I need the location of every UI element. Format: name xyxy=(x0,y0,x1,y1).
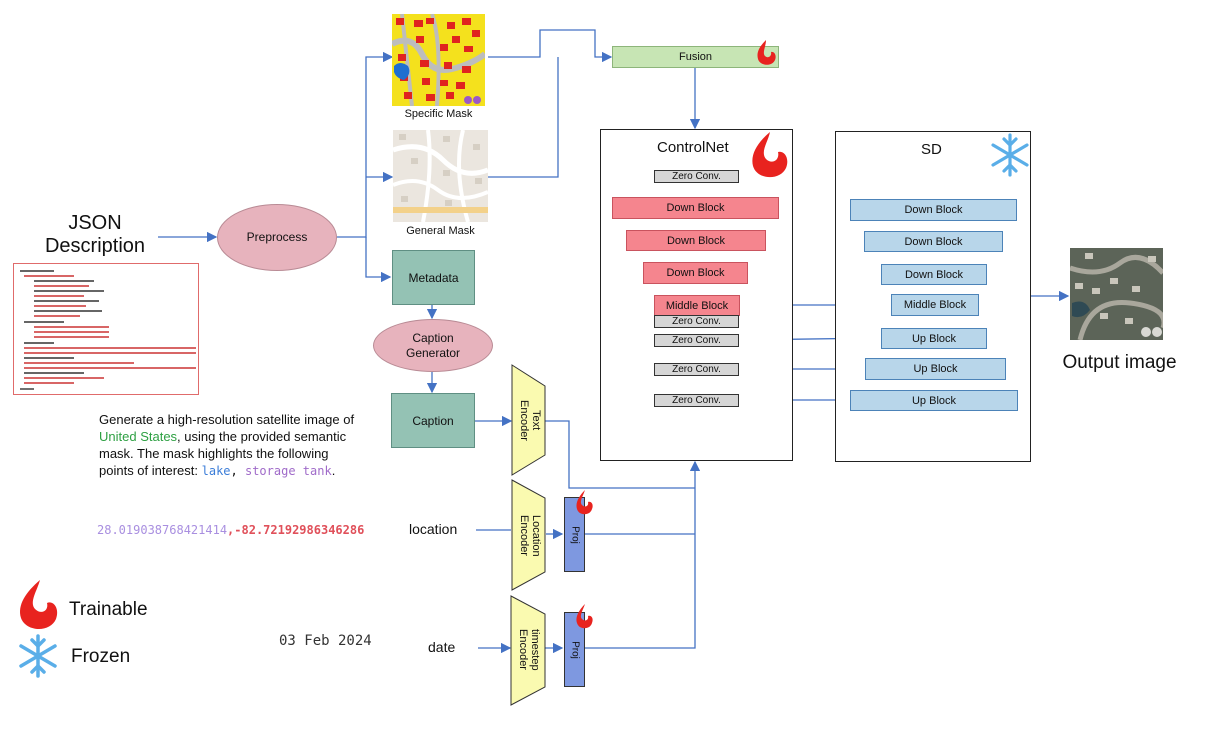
prompt-poi-lake: lake xyxy=(201,464,231,478)
sd-title: SD xyxy=(921,141,942,158)
controlnet-zero-conv-4-label: Zero Conv. xyxy=(672,395,721,406)
controlnet-zero-conv-1-label: Zero Conv. xyxy=(672,316,721,327)
prompt-part3: mask. The mask highlights the following xyxy=(99,446,329,461)
caption-label: Caption xyxy=(412,413,454,428)
prompt-poi-sep: , xyxy=(230,464,245,478)
controlnet-middle-block: Middle Block xyxy=(654,295,740,316)
sd-up-block-2-label: Up Block xyxy=(913,363,958,375)
date-label: date xyxy=(428,639,456,655)
sd-up-block-1-label: Up Block xyxy=(911,332,957,345)
timestep-encoder-line2: Encoder xyxy=(517,629,529,670)
caption-generator-line2: Generator xyxy=(405,345,461,360)
arrow-specific-mask-to-fusion xyxy=(488,29,613,63)
arrow-general-mask-to-fusion xyxy=(488,57,559,178)
controlnet-zero-conv-2: Zero Conv. xyxy=(654,334,739,347)
arrow-timestep-proj-out xyxy=(585,460,701,649)
sd-up-block-3: Up Block xyxy=(850,390,1018,411)
output-satellite-graphic xyxy=(1070,248,1163,340)
prompt-poi-storage-tank: storage tank xyxy=(244,464,332,478)
sd-up-block-3-label: Up Block xyxy=(911,394,957,407)
coordinates-text: 28.019038768421414,-82.72192986346286 xyxy=(97,523,364,537)
sd-up-block-1: Up Block xyxy=(881,328,987,349)
sd-up-block-2: Up Block xyxy=(865,358,1006,380)
caption-generator-node: Caption Generator xyxy=(373,319,493,372)
general-mask-graphic xyxy=(393,130,488,222)
sd-down-block-3-label: Down Block xyxy=(904,268,964,281)
timestep-proj: Proj xyxy=(564,612,585,687)
controlnet-zero-conv-3: Zero Conv. xyxy=(654,363,739,376)
coords-comma: , xyxy=(227,523,235,537)
controlnet-title: ControlNet xyxy=(657,139,729,156)
controlnet-top-zero-conv: Zero Conv. xyxy=(654,170,739,183)
prompt-part4: points of interest: xyxy=(99,463,202,478)
controlnet-zero-conv-1: Zero Conv. xyxy=(654,315,739,328)
controlnet-down-block-2-label: Down Block xyxy=(666,234,726,247)
controlnet-down-block-1: Down Block xyxy=(612,197,779,219)
location-encoder-line2: Encoder xyxy=(518,515,530,556)
json-title-line1: JSON xyxy=(68,212,122,234)
arrow-text-encoder-out xyxy=(545,420,695,489)
sd-down-block-2: Down Block xyxy=(864,231,1003,252)
output-image-label: Output image xyxy=(1062,352,1177,373)
preprocess-label: Preprocess xyxy=(246,230,308,244)
prompt-part2: , using the provided semantic xyxy=(177,429,347,444)
metadata-label: Metadata xyxy=(408,270,459,285)
timestep-encoder-label: timestep Encoder xyxy=(513,622,541,677)
location-encoder-line1: Location xyxy=(530,514,542,557)
arrow-preprocess-to-specific-mask xyxy=(337,51,394,238)
sd-down-block-3: Down Block xyxy=(881,264,987,285)
specific-mask-label: Specific Mask xyxy=(404,108,473,120)
longitude-value: -82.72192986346286 xyxy=(234,523,365,537)
prompt-country: United States xyxy=(99,429,178,444)
specific-mask-image xyxy=(392,14,485,106)
location-proj: Proj xyxy=(564,497,585,572)
text-encoder-label: Text Encoder xyxy=(514,398,542,443)
specific-mask-graphic xyxy=(392,14,485,106)
sd-middle-block-label: Middle Block xyxy=(903,299,967,311)
caption-node: Caption xyxy=(391,393,475,448)
prompt-end: . xyxy=(331,463,336,478)
text-encoder-line1: Text xyxy=(530,410,542,431)
prompt-part1: Generate a high-resolution satellite ima… xyxy=(99,412,355,427)
controlnet-down-block-1-label: Down Block xyxy=(666,202,725,214)
controlnet-down-block-2: Down Block xyxy=(626,230,766,251)
general-mask-image xyxy=(393,130,488,222)
controlnet-down-block-3: Down Block xyxy=(643,262,748,284)
controlnet-zero-conv-4: Zero Conv. xyxy=(654,394,739,407)
json-document-thumbnail xyxy=(13,263,199,395)
location-proj-label: Proj xyxy=(569,525,580,544)
legend-frozen-label: Frozen xyxy=(71,646,131,667)
location-label: location xyxy=(409,521,458,537)
location-encoder-label: Location Encoder xyxy=(514,508,542,563)
legend-trainable-label: Trainable xyxy=(69,599,148,620)
fusion-label: Fusion xyxy=(678,51,713,63)
preprocess-node: Preprocess xyxy=(217,204,337,271)
arrow-preprocess-to-metadata xyxy=(365,237,392,283)
json-title-line2: Description xyxy=(44,235,146,257)
controlnet-zero-conv-3-label: Zero Conv. xyxy=(672,364,721,375)
caption-generator-line1: Caption xyxy=(412,330,454,345)
fusion-node: Fusion xyxy=(612,46,779,68)
controlnet-middle-block-label: Middle Block xyxy=(665,299,729,312)
controlnet-top-zero-conv-label: Zero Conv. xyxy=(672,171,721,182)
date-value: 03 Feb 2024 xyxy=(279,633,372,649)
caption-prompt-text: Generate a high-resolution satellite ima… xyxy=(99,411,384,480)
json-text-lines xyxy=(20,270,196,390)
general-mask-label: General Mask xyxy=(406,225,475,237)
latitude-value: 28.019038768421414 xyxy=(97,523,228,537)
timestep-encoder-line1: timestep xyxy=(529,628,541,671)
sd-middle-block: Middle Block xyxy=(891,294,979,316)
controlnet-zero-conv-2-label: Zero Conv. xyxy=(672,335,721,346)
sd-down-block-1: Down Block xyxy=(850,199,1017,221)
output-image xyxy=(1070,248,1163,340)
sd-down-block-1-label: Down Block xyxy=(904,204,963,216)
timestep-proj-label: Proj xyxy=(569,640,580,659)
metadata-node: Metadata xyxy=(392,250,475,305)
sd-down-block-2-label: Down Block xyxy=(904,235,963,248)
json-description-title: JSON Description xyxy=(40,212,150,258)
controlnet-down-block-3-label: Down Block xyxy=(666,267,725,279)
text-encoder-line2: Encoder xyxy=(518,400,530,441)
